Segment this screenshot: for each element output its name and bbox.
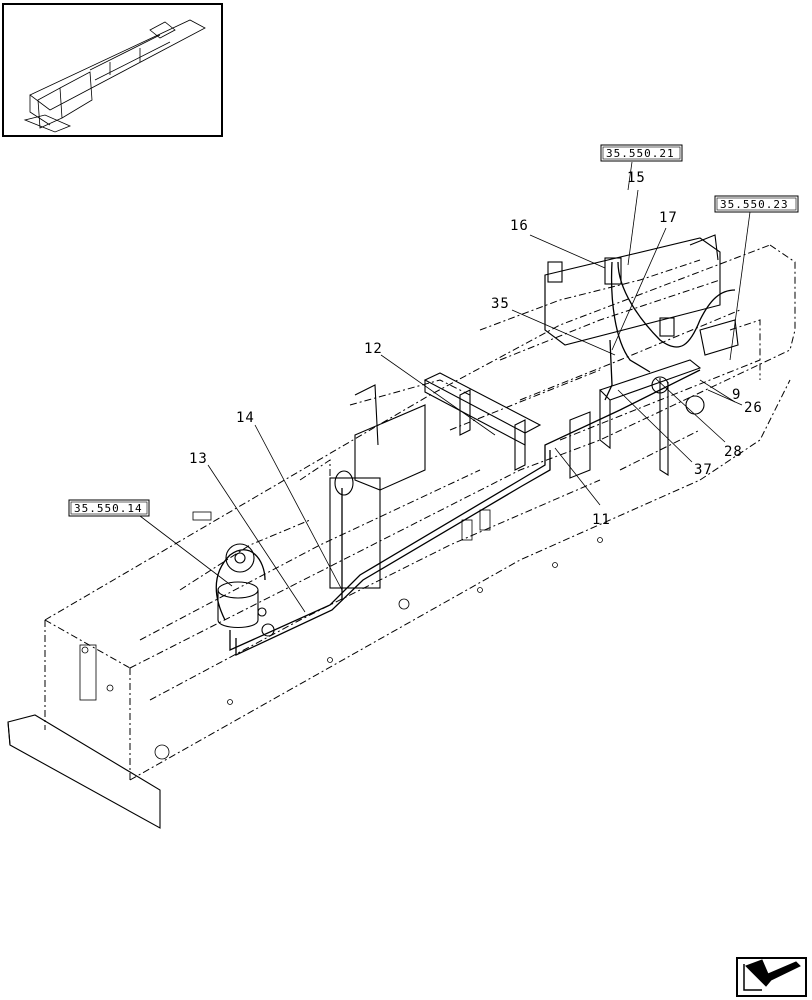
next-page-arrow-icon[interactable] [736,957,807,997]
callout-16: 16 [510,218,529,234]
reference-box-35-550-21[interactable]: 35.550.21 [600,144,683,162]
callout-17: 17 [659,210,678,226]
hydraulic-lines [215,261,736,657]
reference-box-35-550-14[interactable]: 35.550.14 [68,499,150,517]
cross-member [329,372,542,589]
callout-9: 9 [732,387,741,403]
reference-label: 35.550.21 [606,147,675,160]
machine-frame [7,244,796,829]
callout-35: 35 [491,296,510,312]
callout-26: 26 [744,400,763,416]
callout-11: 11 [592,512,611,528]
callout-12: 12 [364,341,383,357]
overview-thumbnail-icon[interactable] [2,3,223,137]
callout-labels: 15 17 16 35 12 14 13 9 26 28 37 11 [189,170,763,528]
rear-valve-assembly [544,234,739,479]
callout-28: 28 [724,444,743,460]
reference-label: 35.550.23 [720,198,789,211]
callout-14: 14 [236,410,255,426]
brake-reservoir [217,543,275,637]
leader-lines [139,161,751,613]
callout-37: 37 [694,462,713,478]
reference-label: 35.550.14 [74,502,143,515]
reference-box-35-550-23[interactable]: 35.550.23 [714,195,799,213]
callout-15: 15 [627,170,646,186]
callout-13: 13 [189,451,208,467]
